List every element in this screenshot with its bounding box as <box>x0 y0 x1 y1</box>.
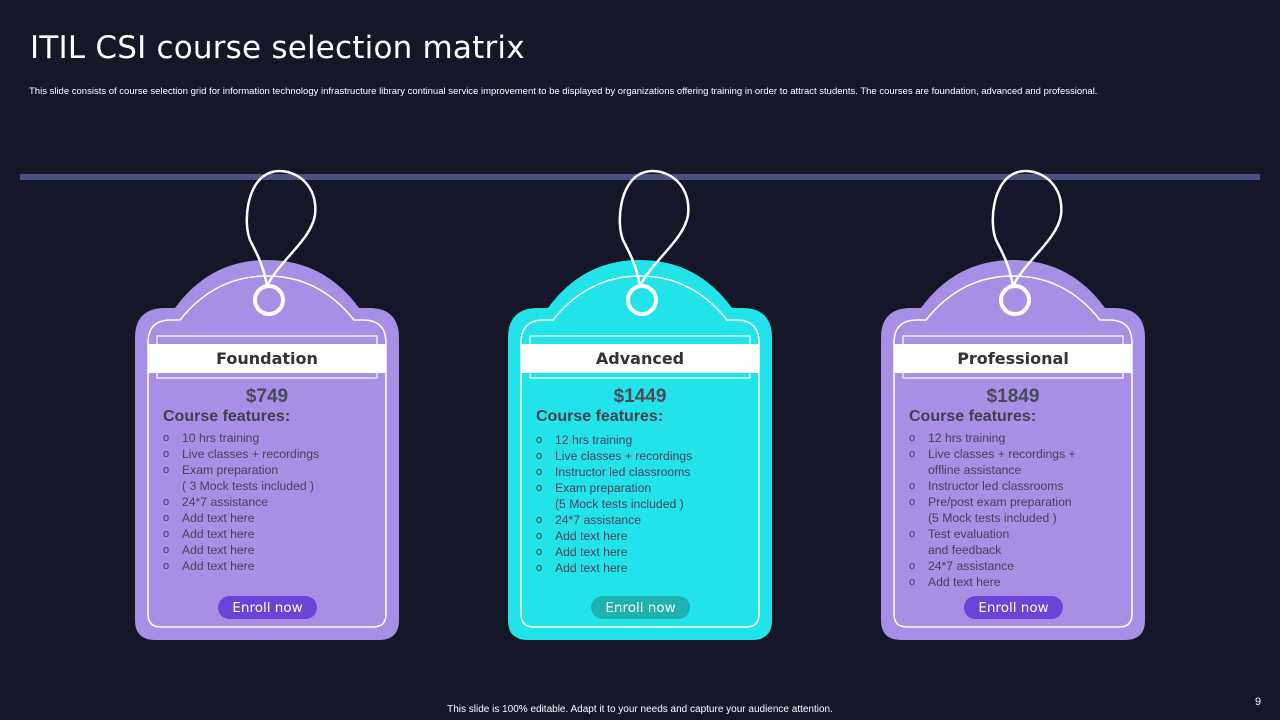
feature-item: Instructor led classrooms <box>909 478 1129 494</box>
feature-item: Add text here <box>163 510 383 526</box>
tag-string-icon <box>618 169 690 288</box>
feature-item: Add text here <box>536 544 756 560</box>
feature-item: 10 hrs training <box>163 430 383 446</box>
feature-item: Live classes + recordings +offline assis… <box>909 446 1129 478</box>
feature-item: 12 hrs training <box>909 430 1129 446</box>
enroll-button-foundation[interactable]: Enroll now <box>218 596 317 619</box>
feature-item: Add text here <box>536 560 756 576</box>
tag-hole-icon <box>999 284 1031 316</box>
tag-hole-icon <box>626 284 658 316</box>
card-price: $1449 <box>613 386 667 407</box>
course-card-foundation: Foundation $749 Course features: 10 hrs … <box>135 160 405 645</box>
feature-item: Add text here <box>536 528 756 544</box>
feature-item: Add text here <box>163 542 383 558</box>
features-title: Course features: <box>536 408 664 425</box>
feature-item: Live classes + recordings <box>163 446 383 462</box>
feature-item: 24*7 assistance <box>536 512 756 528</box>
feature-item: Pre/post exam preparation(5 Mock tests i… <box>909 494 1129 526</box>
features-list: 12 hrs trainingLive classes + recordings… <box>909 430 1129 590</box>
tag-hole-icon <box>253 284 285 316</box>
feature-item: Live classes + recordings <box>536 448 756 464</box>
feature-item: 24*7 assistance <box>909 558 1129 574</box>
card-price: $1849 <box>986 386 1040 407</box>
card-name: Professional <box>894 344 1132 373</box>
card-name: Foundation <box>148 344 386 373</box>
feature-item: Instructor led classrooms <box>536 464 756 480</box>
enroll-button-professional[interactable]: Enroll now <box>964 596 1063 619</box>
feature-item: Add text here <box>909 574 1129 590</box>
features-list: 10 hrs trainingLive classes + recordings… <box>163 430 383 574</box>
feature-item: 12 hrs training <box>536 432 756 448</box>
features-list: 12 hrs trainingLive classes + recordings… <box>536 432 756 576</box>
features-title: Course features: <box>163 408 291 425</box>
page-number: 9 <box>1255 696 1262 708</box>
slide-subtitle: This slide consists of course selection … <box>29 86 1098 97</box>
slide-footer: This slide is 100% editable. Adapt it to… <box>447 704 833 715</box>
features-title: Course features: <box>909 408 1037 425</box>
feature-item: Exam preparation( 3 Mock tests included … <box>163 462 383 494</box>
tag-string-icon <box>245 169 317 288</box>
feature-item: 24*7 assistance <box>163 494 383 510</box>
feature-item: Add text here <box>163 526 383 542</box>
slide-title: ITIL CSI course selection matrix <box>30 30 525 66</box>
card-name: Advanced <box>521 344 759 373</box>
tag-string-icon <box>991 169 1063 288</box>
course-card-professional: Professional $1849 Course features: 12 h… <box>881 160 1151 645</box>
course-card-advanced: Advanced $1449 Course features: 12 hrs t… <box>508 160 778 645</box>
feature-item: Add text here <box>163 558 383 574</box>
enroll-button-advanced[interactable]: Enroll now <box>591 596 690 619</box>
card-price: $749 <box>245 386 289 407</box>
hanging-rail <box>20 174 1260 180</box>
feature-item: Exam preparation(5 Mock tests included ) <box>536 480 756 512</box>
